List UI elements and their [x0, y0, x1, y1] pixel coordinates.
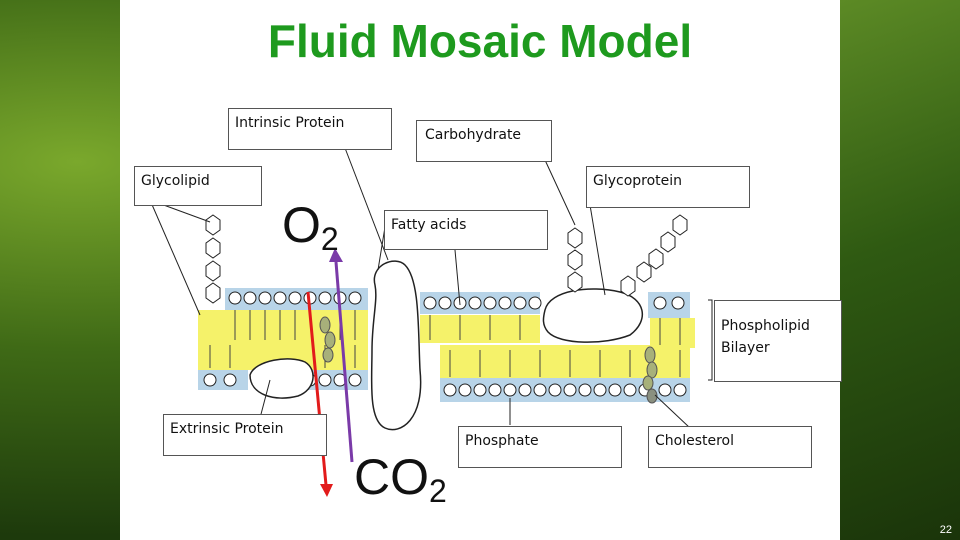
tail-band-mid [420, 315, 540, 343]
label-glycoprotein: Glycoprotein [586, 166, 750, 208]
oxygen-symbol: O [282, 197, 321, 253]
label-glycolipid: Glycolipid [134, 166, 262, 206]
label-intrinsic-protein: Intrinsic Protein [228, 108, 392, 150]
tail-band-right [650, 318, 695, 348]
label-extrinsic-protein: Extrinsic Protein [163, 414, 327, 456]
carbon-dioxide-symbol: CO [354, 449, 429, 505]
label-phosphate: Phosphate [458, 426, 622, 468]
glycoprotein-shape [542, 288, 644, 343]
label-phospholipid-line2: Bilayer [721, 340, 770, 356]
oxygen-subscript: 2 [320, 221, 339, 257]
page-number: 22 [939, 524, 952, 536]
slide-title: Fluid Mosaic Model [267, 15, 693, 67]
oxygen-label: O2 [282, 196, 339, 257]
label-carbohydrate: Carbohydrate [416, 120, 552, 162]
co2-arrow [329, 248, 354, 463]
intrinsic-protein-shape [370, 260, 422, 431]
label-phospholipid-bilayer: Phospholipid Bilayer [714, 300, 842, 382]
extrinsic-protein-shape [249, 358, 314, 399]
label-phospholipid-line1: Phospholipid [721, 318, 810, 334]
slide-background-right [840, 0, 960, 540]
glycolipid-carbohydrate-chain [205, 214, 221, 304]
carbon-dioxide-label: CO2 [354, 448, 447, 509]
phospholipid-heads [203, 291, 687, 397]
label-cholesterol: Cholesterol [648, 426, 812, 468]
glycoprotein-carbohydrate-chains [567, 214, 688, 297]
carbon-dioxide-subscript: 2 [429, 473, 447, 509]
cholesterol-molecules [319, 316, 658, 404]
label-fatty-acids: Fatty acids [384, 210, 548, 250]
